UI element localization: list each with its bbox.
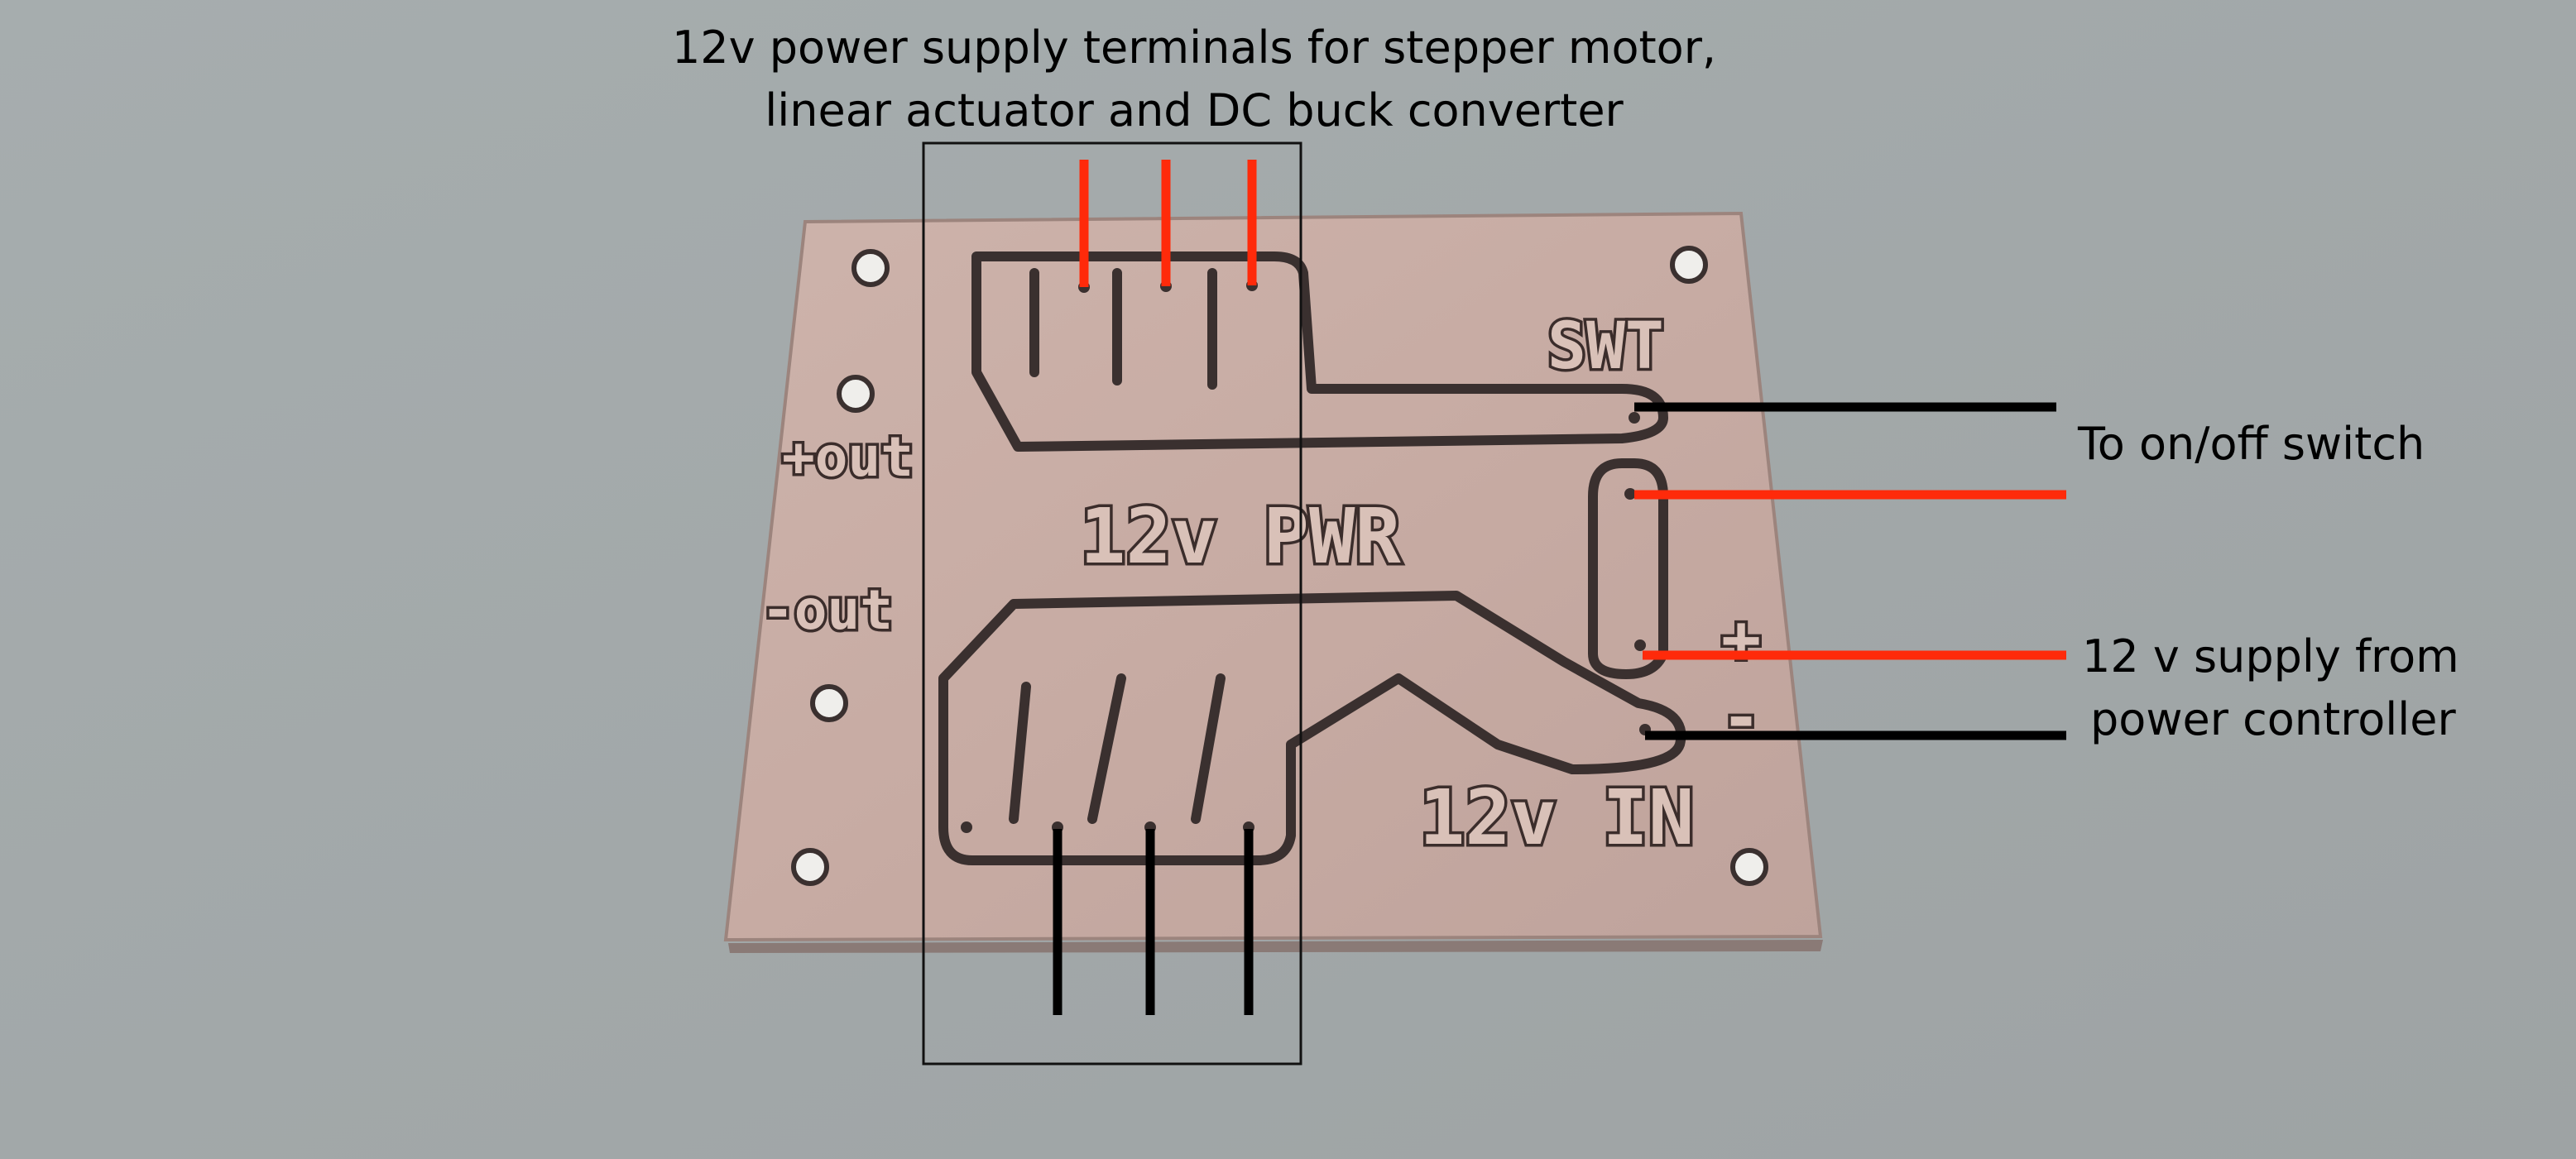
label-12v-in: 12v IN xyxy=(1419,773,1694,862)
negative-wire-markers xyxy=(1053,402,2066,1015)
pcb-board: SWT +out 12v PWR -out + - 12v IN xyxy=(723,211,1823,953)
top-annotation-line1: 12v power supply terminals for stepper m… xyxy=(672,22,1716,74)
terminal-group-box xyxy=(922,141,1302,1066)
label-pwr: 12v PWR xyxy=(1080,492,1401,581)
label-minus: - xyxy=(1721,679,1761,756)
positive-wire-markers xyxy=(1079,160,2066,660)
label-swt: SWT xyxy=(1547,309,1664,384)
top-annotation-line2: linear actuator and DC buck converter xyxy=(765,84,1624,136)
mounting-holes xyxy=(791,246,1768,886)
supply-annotation-line1: 12 v supply from xyxy=(2082,630,2459,682)
switch-annotation: To on/off switch xyxy=(2077,418,2425,470)
supply-annotation-line2: power controller xyxy=(2090,693,2456,745)
label-minus-out: -out xyxy=(761,578,893,642)
label-plus-out: +out xyxy=(782,425,914,489)
label-plus: + xyxy=(1721,601,1761,678)
